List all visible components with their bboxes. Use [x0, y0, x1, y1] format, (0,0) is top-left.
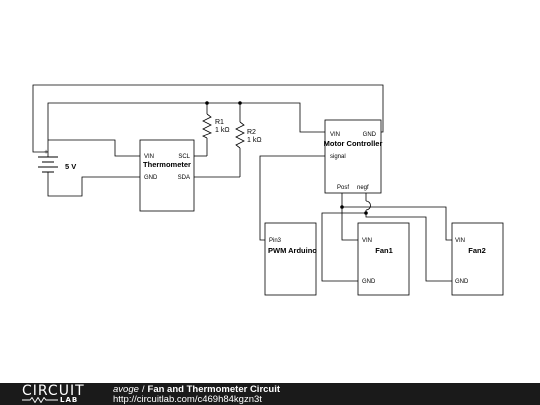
circuit-url-link[interactable]: http://circuitlab.com/c469h84kgzn3t: [113, 394, 262, 405]
thermometer-pin-sda: SDA: [178, 175, 190, 181]
thermometer-pin-gnd: GND: [144, 175, 158, 181]
fan1-box: [357, 222, 410, 296]
resistor-r2: R2 1 kΩ: [235, 121, 262, 149]
thermometer-pin-scl: SCL: [178, 154, 190, 160]
resistor-r2-ref: R2: [247, 129, 256, 136]
junction-dot: [340, 205, 344, 209]
motor-controller-pin-signal: signal: [330, 154, 346, 160]
arduino-box: [264, 222, 317, 296]
battery-value: 5 V: [65, 162, 76, 171]
thermometer-box: [139, 139, 195, 212]
logo-wordmark-lab: LAB: [60, 396, 79, 404]
fan2-block: VIN Fan2 GND: [451, 222, 504, 296]
wire-top-loop: [32, 84, 384, 153]
fan1-pin-vin: VIN: [362, 238, 372, 244]
wire-negf-fan1: [321, 212, 366, 282]
thermometer-pin-vin: VIN: [144, 154, 154, 160]
wire-signal: [259, 155, 325, 241]
resistor-r2-value: 1 kΩ: [247, 137, 262, 144]
fan1-block: VIN Fan1 GND: [357, 222, 410, 296]
junctions: [205, 101, 368, 215]
wire-posf-fan1: [341, 207, 358, 241]
motor-controller-block: VIN GND Motor Controller signal Posf neg…: [324, 119, 383, 194]
circuitlab-logo[interactable]: CIRCUIT LAB: [20, 383, 95, 405]
circuit-schematic: + 5 V R1 1 kΩ R2 1 kΩ VIN GND SCL SDA Th…: [32, 84, 504, 296]
motor-controller-pin-negf: negf: [357, 185, 369, 191]
motor-controller-box: [324, 119, 382, 194]
wire-therm-gnd: [47, 176, 140, 197]
fan2-pin-vin: VIN: [455, 238, 465, 244]
fan2-label: Fan2: [468, 246, 486, 255]
wire-therm-vin: [48, 139, 140, 157]
arduino-pin-pin3: Pin3: [269, 238, 282, 244]
motor-controller-pin-posf: Posf: [337, 185, 349, 191]
junction-dot: [364, 211, 368, 215]
circuit-title[interactable]: Fan and Thermometer Circuit: [147, 384, 281, 395]
wire-5v-rail: [47, 102, 325, 152]
footer-bar: CIRCUIT LAB avoge/Fan and Thermometer Ci…: [0, 383, 540, 405]
wire-posf: [341, 193, 452, 241]
fan1-label: Fan1: [375, 246, 393, 255]
thermometer-block: VIN GND SCL SDA Thermometer: [139, 139, 195, 212]
separator: /: [141, 384, 145, 395]
motor-controller-label: Motor Controller: [324, 139, 383, 148]
logo-resistor-icon: [22, 397, 58, 403]
arduino-label: PWM Arduino: [268, 246, 317, 255]
resistor-r1-zigzag: [202, 113, 212, 139]
junction-dot: [205, 101, 209, 105]
motor-controller-pin-vin: VIN: [330, 132, 340, 138]
resistor-r1-ref: R1: [215, 119, 224, 126]
resistor-r1: R1 1 kΩ: [202, 113, 230, 139]
author-link[interactable]: avoge: [113, 384, 139, 395]
battery-5v: + 5 V: [38, 149, 76, 180]
wires: [32, 84, 452, 282]
fan1-pin-gnd: GND: [362, 279, 376, 285]
resistor-r2-zigzag: [235, 121, 245, 149]
fan2-box: [451, 222, 504, 296]
battery-plus-sign: +: [44, 149, 48, 156]
arduino-block: Pin3 PWM Arduino: [264, 222, 317, 296]
logo-wordmark-circuit: CIRCUIT: [22, 383, 85, 399]
motor-controller-pin-gnd: GND: [363, 132, 377, 138]
circuit-attribution: avoge/Fan and Thermometer Circuit: [113, 384, 280, 395]
wire-negf-crossover: [365, 200, 371, 211]
thermometer-label: Thermometer: [143, 160, 191, 169]
fan2-pin-gnd: GND: [455, 279, 469, 285]
junction-dot: [238, 101, 242, 105]
resistor-r1-value: 1 kΩ: [215, 127, 230, 134]
